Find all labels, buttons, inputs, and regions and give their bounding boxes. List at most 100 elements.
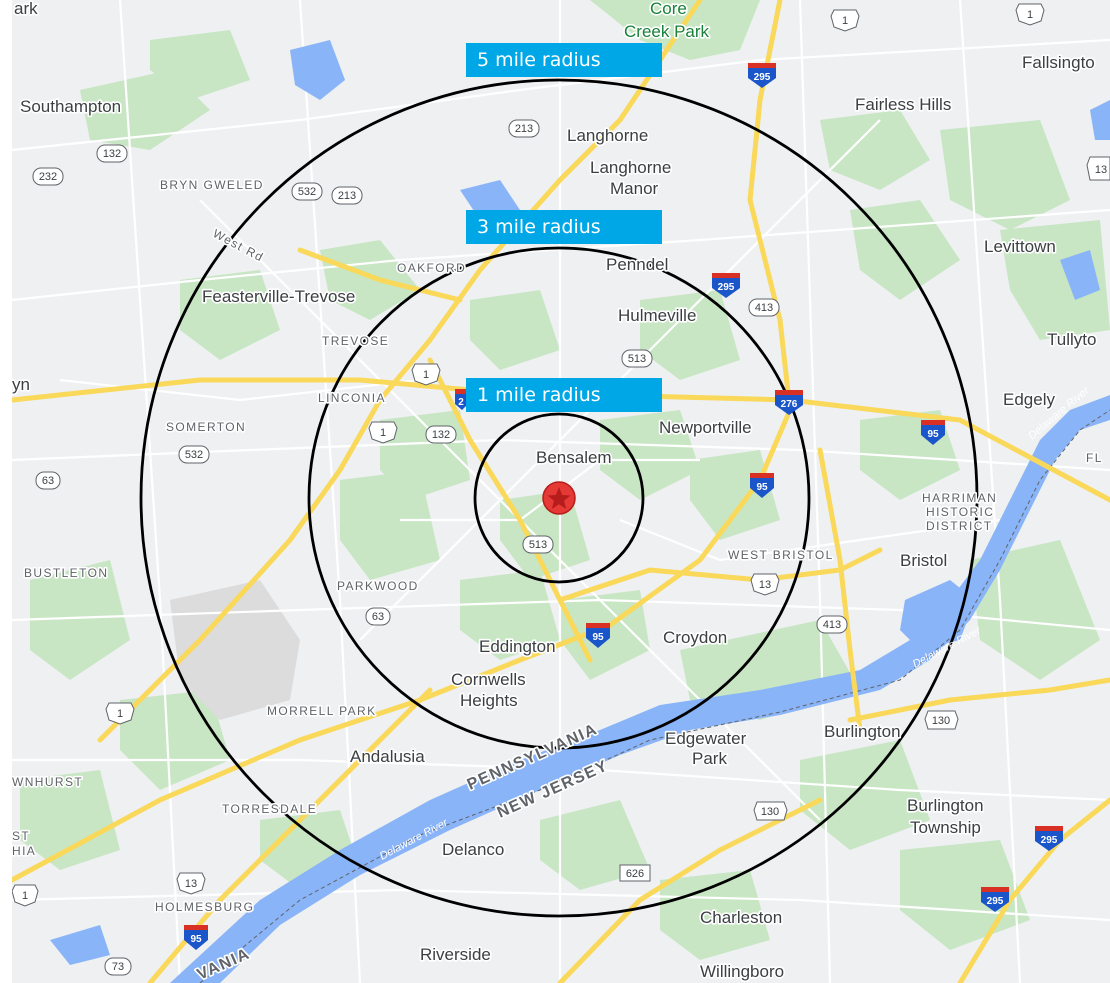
svg-text:2: 2 — [458, 397, 464, 408]
svg-text:295: 295 — [718, 282, 735, 293]
label-delanco: Delanco — [442, 840, 504, 859]
route-shield-232: 232 — [32, 167, 64, 186]
route-shield-413a: 413 — [748, 298, 780, 317]
svg-text:63: 63 — [42, 475, 54, 487]
svg-text:295: 295 — [754, 72, 771, 83]
label-fallsington: Fallsingto — [1022, 53, 1095, 72]
svg-text:213: 213 — [515, 123, 533, 135]
label-bensalem: Bensalem — [536, 448, 612, 467]
map-canvas[interactable]: Core Creek Park ark Southampton Fallsing… — [12, 0, 1110, 983]
svg-text:1: 1 — [117, 708, 123, 720]
route-shield-130a: 130 — [924, 710, 959, 730]
route-shield-213b: 213 — [331, 186, 363, 205]
label-eddington: Eddington — [479, 637, 556, 656]
label-hulmeville: Hulmeville — [618, 306, 696, 325]
label-willingboro: Willingboro — [700, 962, 784, 981]
svg-text:13: 13 — [185, 878, 197, 890]
us-shield-13a: 13 — [750, 573, 780, 596]
route-shield-213a: 213 — [508, 119, 540, 138]
svg-text:95: 95 — [190, 934, 202, 945]
svg-text:276: 276 — [781, 399, 798, 410]
interstate-shield-95b: 95 — [750, 473, 774, 498]
label-langhorne-manor-2: Manor — [610, 179, 659, 198]
svg-text:532: 532 — [185, 449, 203, 461]
label-edgewater-park: Park — [692, 749, 727, 768]
label-hia: HIA — [12, 844, 36, 858]
route-shield-532a: 532 — [291, 182, 323, 201]
svg-text:1: 1 — [22, 890, 28, 902]
label-fairless-hills: Fairless Hills — [855, 95, 951, 114]
star-marker[interactable] — [542, 481, 576, 515]
svg-text:130: 130 — [761, 806, 779, 818]
us-shield-1a: 1 — [411, 363, 441, 386]
svg-text:213: 213 — [338, 190, 356, 202]
route-shield-513b: 513 — [522, 535, 554, 554]
svg-text:1: 1 — [423, 369, 429, 381]
svg-text:295: 295 — [987, 896, 1004, 907]
interstate-shield-95d: 95 — [184, 925, 208, 950]
label-trevose: TREVOSE — [322, 334, 389, 348]
route-shield-626: 626 — [619, 864, 651, 882]
label-creek-park: Creek Park — [624, 22, 710, 41]
route-shield-130b: 130 — [753, 801, 788, 821]
label-langhorne-manor-1: Langhorne — [590, 158, 671, 177]
airfield-area — [170, 580, 300, 720]
highways — [12, 0, 1110, 983]
radius-label-3-mile: 3 mile radius — [466, 210, 662, 244]
interstate-shield-95c: 95 — [586, 623, 610, 648]
label-newportville: Newportville — [659, 418, 752, 437]
svg-text:95: 95 — [756, 482, 768, 493]
label-levittown: Levittown — [984, 237, 1056, 256]
interstate-shield-295a: 295 — [748, 63, 776, 88]
label-morrell-park: MORRELL PARK — [267, 704, 377, 718]
svg-text:13: 13 — [1095, 164, 1107, 176]
label-oakford: OAKFORD — [397, 261, 466, 275]
radius-label-5-mile: 5 mile radius — [466, 43, 662, 77]
svg-text:513: 513 — [628, 353, 646, 365]
label-torresdale: TORRESDALE — [222, 802, 317, 816]
svg-text:132: 132 — [103, 148, 121, 160]
svg-text:1: 1 — [842, 15, 848, 27]
state-boundary — [199, 409, 1110, 983]
route-shield-63b: 63 — [365, 607, 391, 626]
svg-text:413: 413 — [823, 619, 841, 631]
label-harriman-1: HARRIMAN — [922, 491, 997, 505]
route-shield-513a: 513 — [621, 349, 653, 368]
svg-text:513: 513 — [529, 539, 547, 551]
svg-text:295: 295 — [1041, 835, 1058, 846]
route-shield-63a: 63 — [35, 471, 61, 490]
svg-text:130: 130 — [932, 715, 950, 727]
us-shield-13c: 13 — [1086, 156, 1110, 181]
label-ark: ark — [14, 0, 38, 18]
route-shield-73: 73 — [104, 957, 132, 976]
svg-text:232: 232 — [39, 171, 57, 183]
ring-1-mile — [473, 412, 645, 584]
label-burlington-twp-2: Township — [910, 818, 981, 837]
label-penndel: Penndel — [606, 255, 668, 274]
radius-label-1-mile: 1 mile radius — [466, 378, 662, 412]
interstate-shield-295c: 295 — [1035, 826, 1063, 851]
label-riverside: Riverside — [420, 945, 491, 964]
route-shields: 213 132 232 532 213 413 513 132 532 63 5… — [32, 119, 959, 976]
route-shield-413b: 413 — [816, 615, 848, 634]
label-burlington-twp-1: Burlington — [907, 796, 984, 815]
label-west-bristol: WEST BRISTOL — [728, 548, 834, 562]
label-bryn-gweled: BRYN GWELED — [160, 178, 264, 192]
ring-3-mile — [307, 246, 811, 750]
interstate-shields: 295 295 276 2 95 95 95 95 295 295 — [184, 63, 1063, 950]
radius-rings — [139, 78, 979, 918]
label-holmesburg: HOLMESBURG — [155, 900, 254, 914]
label-bustleton: BUSTLETON — [24, 566, 108, 580]
us-route-shields: 1 1 1 13 13 1 1 1 13 — [12, 3, 1110, 907]
label-croydon: Croydon — [663, 628, 727, 647]
label-fl: FL — [1086, 451, 1103, 465]
us-shield-13b: 13 — [176, 872, 206, 895]
us-shield-1d: 1 — [12, 884, 39, 907]
svg-text:1: 1 — [1027, 9, 1033, 21]
svg-text:132: 132 — [432, 429, 450, 441]
svg-text:95: 95 — [592, 632, 604, 643]
svg-text:1: 1 — [380, 427, 386, 439]
svg-text:63: 63 — [372, 611, 384, 623]
label-feasterville-trevose: Feasterville-Trevose — [202, 287, 355, 306]
